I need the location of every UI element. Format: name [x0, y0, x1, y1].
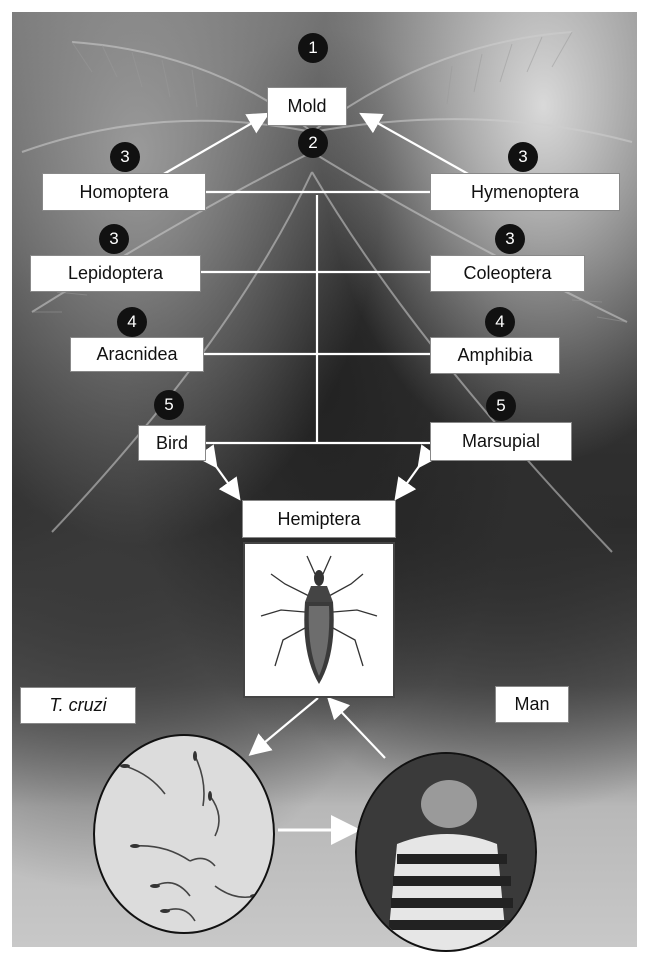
triatomine-bug-image: [243, 542, 395, 698]
homoptera-label: Homoptera: [42, 173, 206, 211]
marsupial-hemiptera-arrow: [397, 465, 420, 497]
level-marker-lepidoptera: 3: [99, 224, 129, 254]
lepidoptera-label: Lepidoptera: [30, 255, 201, 292]
hymenoptera-label: Hymenoptera: [430, 173, 620, 211]
homoptera-to-mold-arrow: [162, 115, 266, 175]
bird-label: Bird: [138, 425, 206, 461]
level-marker-mold-top: 1: [298, 33, 328, 63]
coleoptera-label: Coleoptera: [430, 255, 585, 292]
mold-label: Mold: [267, 87, 347, 126]
man-to-hemiptera-arrow: [330, 700, 385, 758]
hymenoptera-to-mold-arrow: [363, 115, 470, 175]
level-marker-aracnidea: 4: [117, 307, 147, 337]
man-label: Man: [495, 686, 569, 723]
level-marker-hymenoptera: 3: [508, 142, 538, 172]
man-photo-oval: [355, 752, 537, 952]
level-marker-mold-bottom: 2: [298, 128, 328, 158]
level-marker-bird: 5: [154, 390, 184, 420]
hemiptera-to-tcruzi-arrow: [252, 698, 318, 753]
amphibia-label: Amphibia: [430, 337, 560, 374]
tcruzi-label: T. cruzi: [20, 687, 136, 724]
marsupial-label: Marsupial: [430, 422, 572, 461]
level-marker-marsupial: 5: [486, 391, 516, 421]
bird-hemiptera-arrow: [215, 465, 238, 497]
level-marker-homoptera: 3: [110, 142, 140, 172]
level-marker-coleoptera: 3: [495, 224, 525, 254]
aracnidea-label: Aracnidea: [70, 337, 204, 372]
tcruzi-microscopy-oval: [93, 734, 275, 934]
hemiptera-label: Hemiptera: [242, 500, 396, 538]
level-marker-amphibia: 4: [485, 307, 515, 337]
